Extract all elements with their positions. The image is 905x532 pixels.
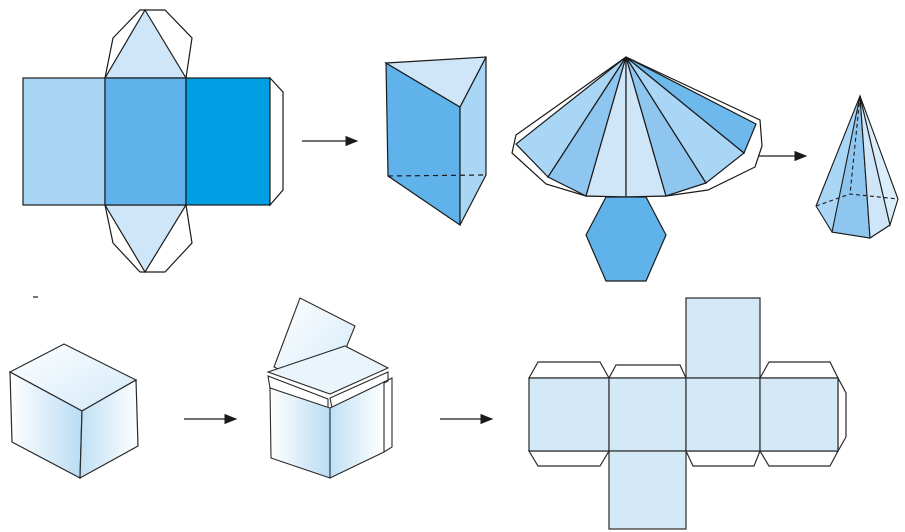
cube-net bbox=[527, 297, 847, 530]
triangular-prism bbox=[384, 56, 488, 227]
cube-net-center-left bbox=[608, 377, 687, 452]
net-face-left bbox=[22, 77, 106, 206]
cube-net-top bbox=[685, 297, 761, 379]
cube-net-bottom bbox=[608, 450, 687, 530]
closed-cube bbox=[8, 343, 139, 480]
pyramid-net-hexagon bbox=[585, 196, 667, 282]
net-face-middle bbox=[104, 77, 187, 206]
net-side-flap bbox=[269, 76, 284, 207]
cube-net-left bbox=[528, 377, 610, 452]
cube-net-center bbox=[685, 377, 761, 452]
hexagonal-pyramid-net bbox=[511, 56, 763, 282]
opening-cube bbox=[266, 297, 393, 479]
cube-net-right bbox=[759, 377, 839, 452]
net-face-right bbox=[185, 77, 271, 206]
prism-top-face bbox=[384, 56, 488, 108]
triangular-prism-net bbox=[22, 8, 284, 274]
hexagonal-pyramid bbox=[815, 94, 899, 239]
cube-right-face bbox=[79, 378, 139, 480]
